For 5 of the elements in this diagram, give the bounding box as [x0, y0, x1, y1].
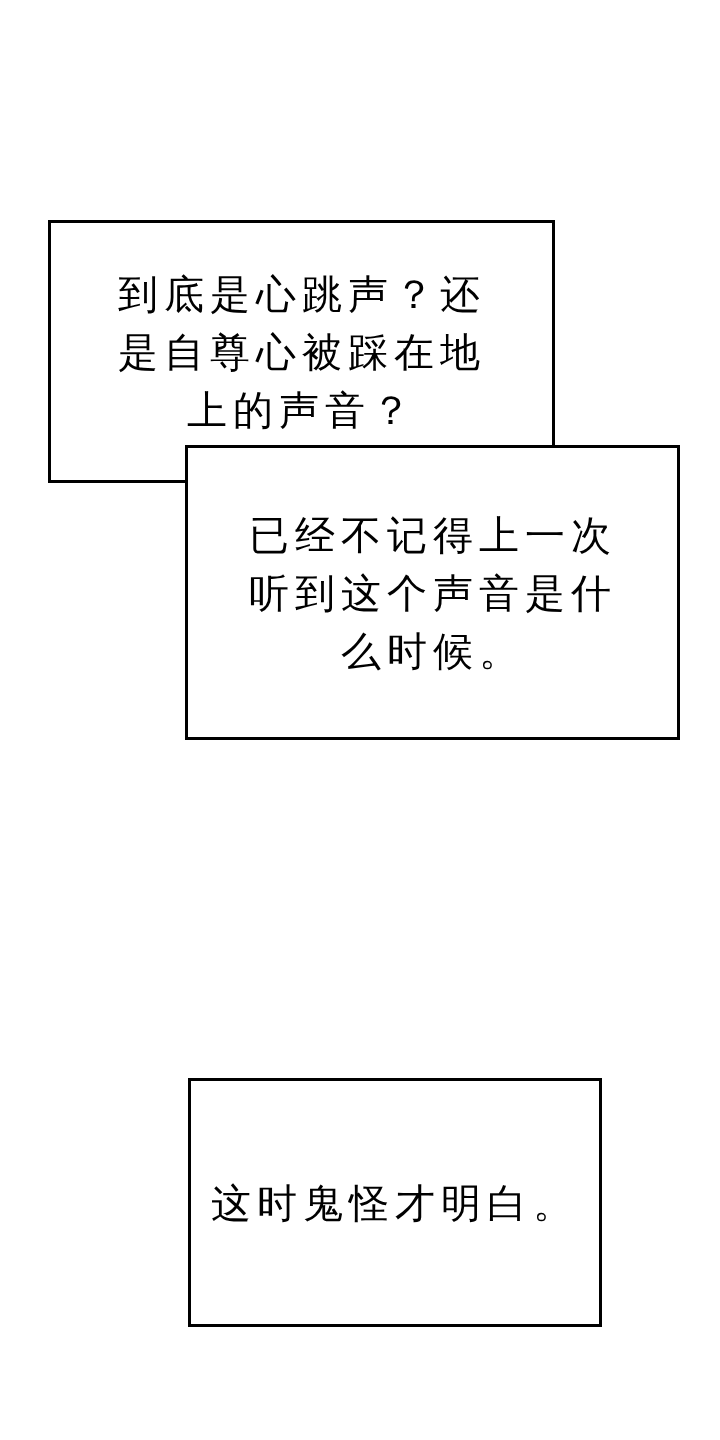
narration-text: 到底是心跳声？还是自尊心被踩在地上的声音？ — [116, 269, 487, 435]
caption-box — [185, 445, 680, 740]
narration-text: 已经不记得上一次听到这个声音是什么时候。 — [247, 510, 618, 676]
narration-text: 这时鬼怪才明白。 — [210, 1178, 580, 1228]
caption-box — [188, 1078, 602, 1327]
